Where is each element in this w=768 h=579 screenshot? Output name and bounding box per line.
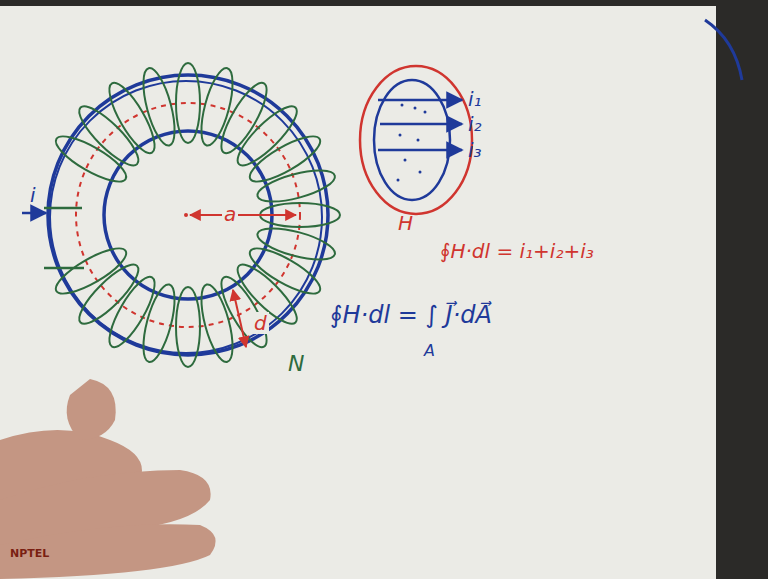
hand [0, 379, 216, 579]
current-label: i [30, 184, 36, 206]
field-label: H [398, 212, 413, 234]
thickness-label: d [252, 312, 269, 334]
turns-label: N [288, 352, 304, 376]
board-edge [716, 0, 768, 579]
current-label: i₁ [468, 88, 482, 110]
current-label: i₂ [468, 113, 482, 135]
integral-subscript: A [424, 342, 435, 360]
watermark: NPTEL [10, 548, 49, 560]
stray-stroke [705, 20, 742, 80]
ampere-loop [360, 66, 472, 214]
winding-loops [50, 63, 340, 367]
paper [0, 6, 716, 579]
radius-label: a [222, 203, 238, 225]
amperes-law-integral: ∮H·dl = ∫ J⃗·dA⃗ [330, 302, 492, 328]
amperes-law-sum: ∮H·dl = i₁+i₂+i₃ [440, 240, 594, 262]
toroid [22, 63, 340, 367]
current-label: i₃ [468, 139, 482, 161]
